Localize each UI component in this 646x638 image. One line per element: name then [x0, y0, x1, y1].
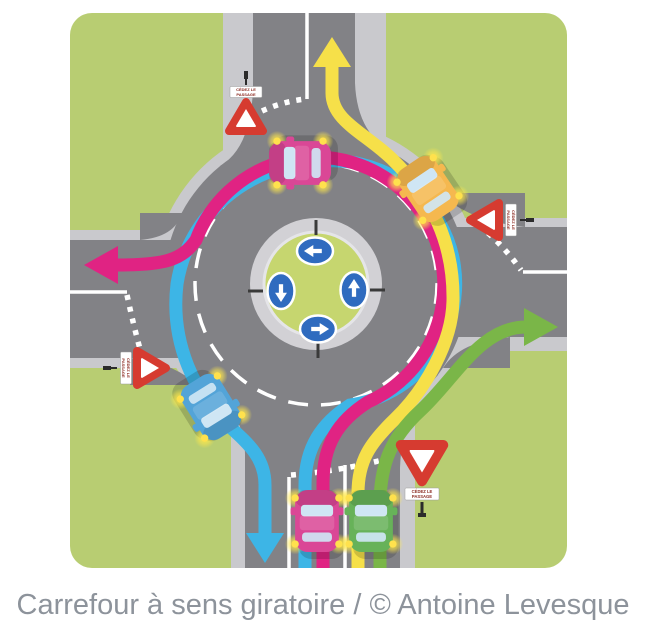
svg-text:CÉDEZ LE: CÉDEZ LE	[511, 210, 516, 230]
image-caption: Carrefour à sens giratoire / © Antoine L…	[16, 589, 630, 621]
path-straight-yellow	[325, 65, 460, 568]
yield-plaque-text: CÉDEZ LE	[236, 87, 256, 92]
arrowhead-green	[524, 308, 558, 346]
yield-sign-right: CÉDEZ LE PASSAGE	[470, 203, 534, 237]
island-sign-posts	[248, 220, 385, 358]
island-sign-bottom	[298, 314, 338, 344]
svg-text:CÉDEZ LE: CÉDEZ LE	[412, 489, 433, 494]
roundabout-illustration: CÉDEZ LE PASSAGE CÉDEZ LE PASSAGE	[70, 13, 567, 568]
svg-text:PASSAGE: PASSAGE	[506, 210, 511, 230]
yield-sign-top: CÉDEZ LE PASSAGE	[229, 71, 263, 131]
svg-text:PASSAGE: PASSAGE	[121, 358, 126, 378]
island-sign-left	[266, 271, 296, 311]
svg-text:PASSAGE: PASSAGE	[412, 494, 432, 499]
yield-sign-left: CÉDEZ LE PASSAGE	[103, 351, 166, 385]
arrowhead-yellow	[313, 37, 351, 67]
island-sign-top	[295, 236, 335, 266]
path-right-turn-green	[373, 320, 527, 568]
svg-text:CÉDEZ LE: CÉDEZ LE	[126, 358, 131, 378]
island-sign-right	[339, 270, 369, 310]
svg-text:PASSAGE: PASSAGE	[236, 92, 256, 97]
arrowhead-blue	[246, 533, 284, 563]
arrowhead-pink	[84, 246, 118, 284]
yield-sign-bottom: CÉDEZ LE PASSAGE	[401, 445, 444, 517]
